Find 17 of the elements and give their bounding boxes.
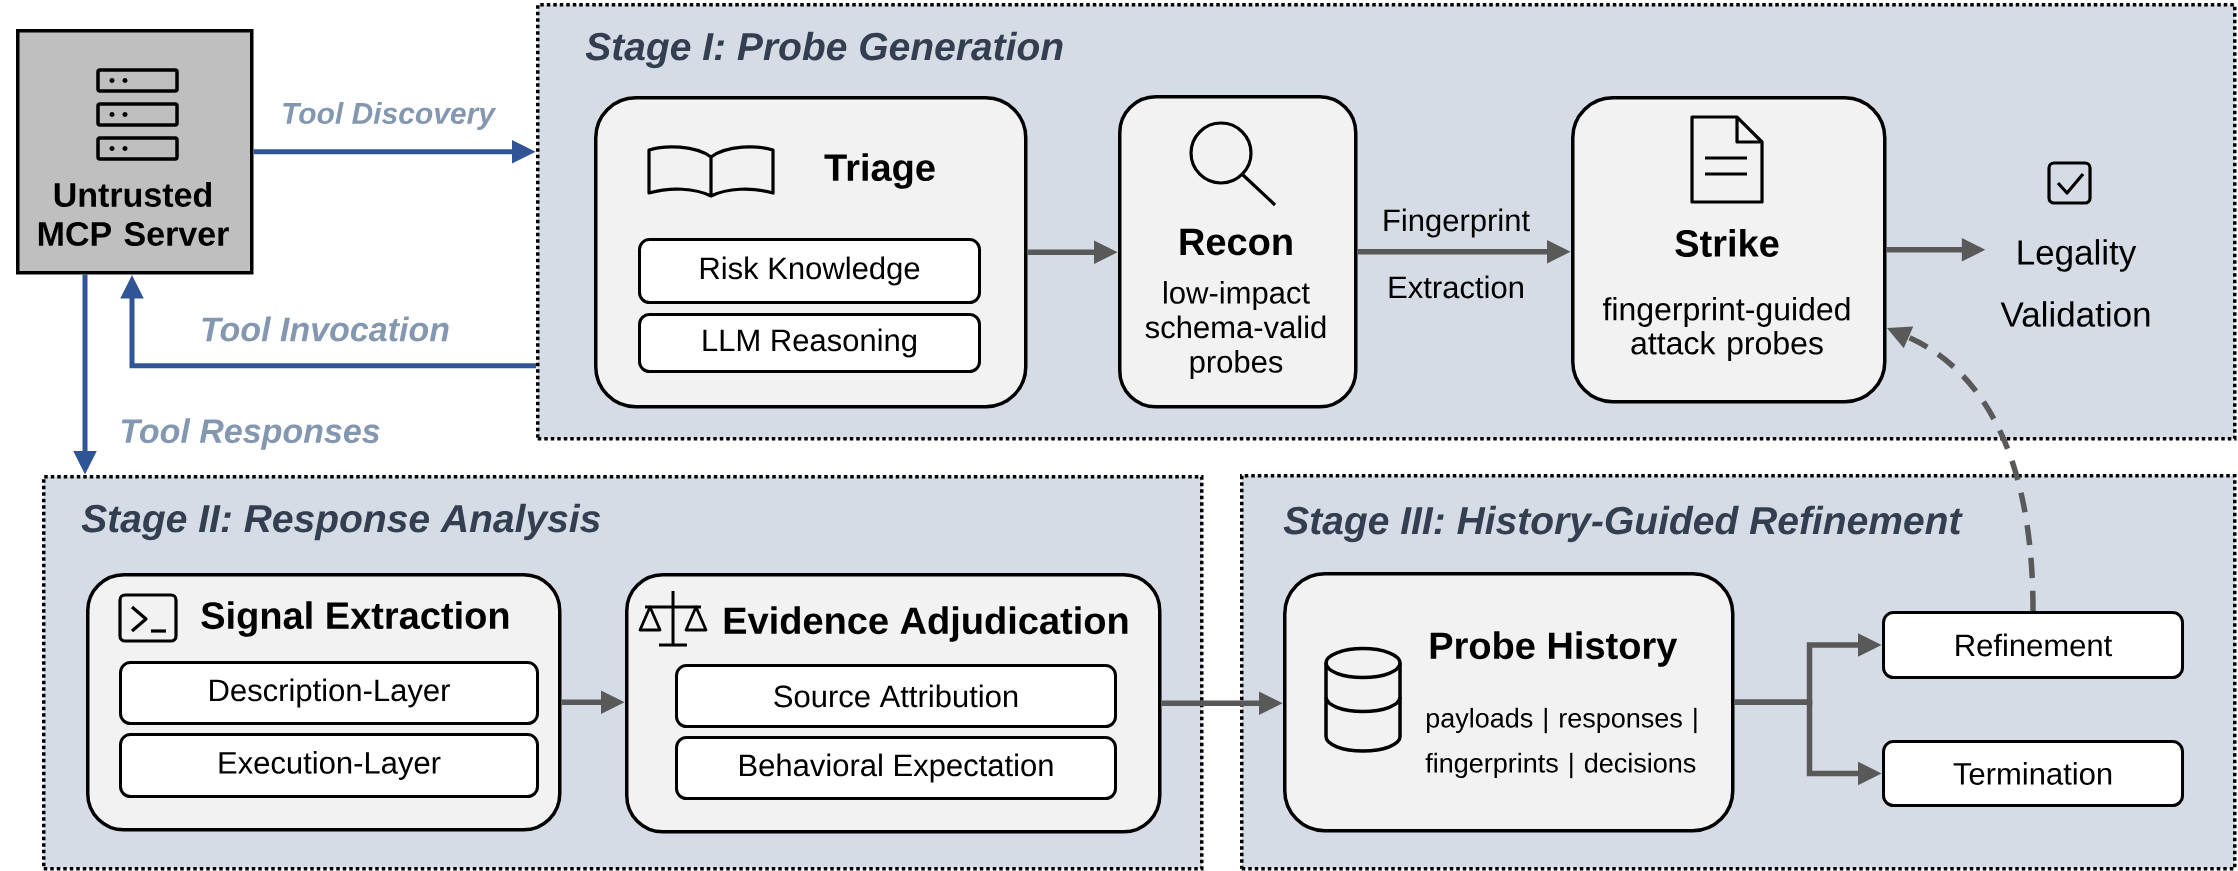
edge-label: Fingerprint Extraction: [1384, 208, 1530, 299]
server-box: Untrusted MCP Server: [16, 29, 254, 275]
step-box: Execution-Layer: [119, 733, 539, 798]
step-box: Termination: [1882, 740, 2184, 807]
edge-label: Tool Discovery: [283, 102, 497, 130]
module-box: Recon low-impact schema-valid probes: [1118, 95, 1358, 409]
step-box: Refinement: [1882, 611, 2184, 679]
module-box: Strike fingerprint-guided attack probes: [1571, 96, 1887, 404]
step-box: Behavioral Expectation: [675, 736, 1117, 800]
step-box: LLM Reasoning: [638, 313, 981, 373]
step-box: Source Attribution: [675, 664, 1117, 728]
step-box: Risk Knowledge: [638, 238, 981, 304]
edge-label: Tool Invocation: [202, 316, 449, 342]
module-box: Probe History payloads | responses | fingerprints | decisions: [1283, 572, 1735, 833]
edge-label: Tool Responses: [121, 418, 380, 450]
result-label: Legality Validation: [2000, 239, 2150, 327]
step-box: Description-Layer: [119, 661, 539, 725]
